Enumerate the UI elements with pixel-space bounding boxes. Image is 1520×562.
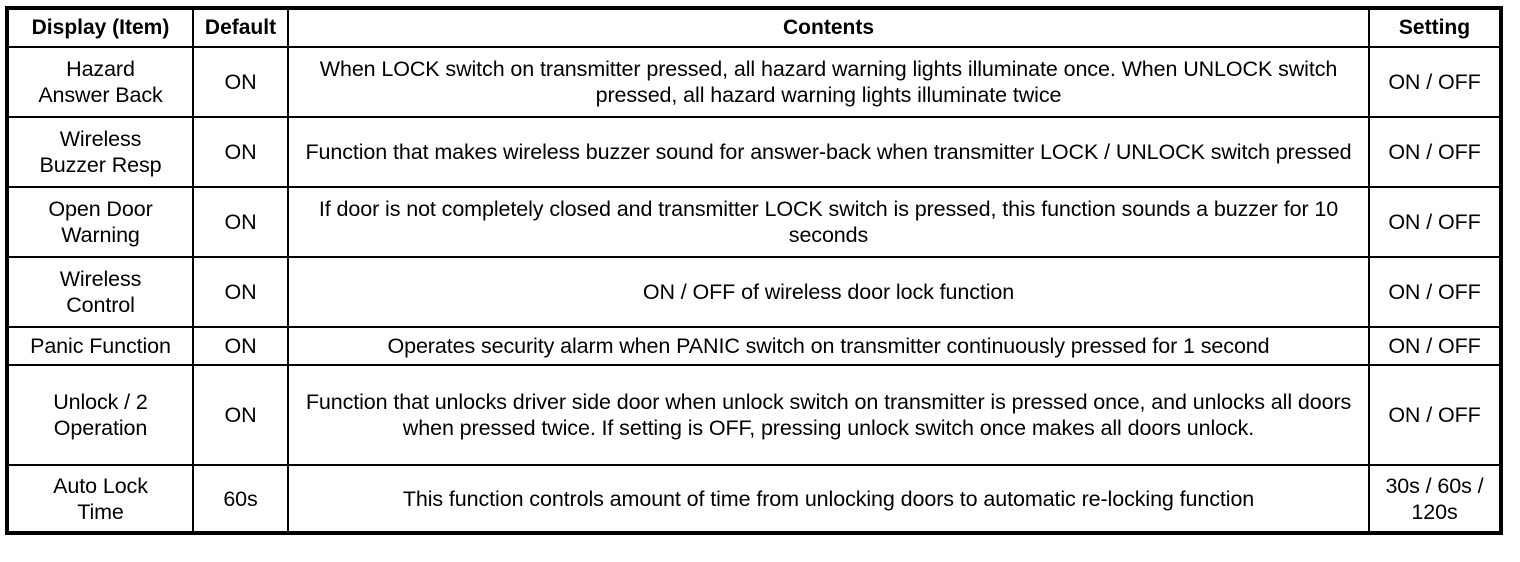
column-header-setting: Setting xyxy=(1368,7,1502,48)
cell-setting-options: ON / OFF xyxy=(1368,186,1502,258)
column-header-display: Display (Item) xyxy=(6,7,194,48)
settings-table: Display (Item) Default Contents Setting … xyxy=(5,6,1503,535)
cell-contents-text: Function that makes wireless buzzer soun… xyxy=(287,116,1370,188)
cell-setting-options: ON / OFF xyxy=(1368,46,1502,118)
cell-setting-options: ON / OFF xyxy=(1368,116,1502,188)
cell-default-value: ON xyxy=(192,326,289,366)
column-header-contents: Contents xyxy=(287,7,1370,48)
cell-display-item: Panic Function xyxy=(6,326,194,366)
cell-contents-text: ON / OFF of wireless door lock function xyxy=(287,256,1370,328)
cell-setting-options: ON / OFF xyxy=(1368,326,1502,366)
cell-setting-options: 30s / 60s / 120s xyxy=(1368,464,1502,534)
cell-default-value: ON xyxy=(192,46,289,118)
table-header: Display (Item) Default Contents Setting xyxy=(6,7,1502,48)
cell-setting-options: ON / OFF xyxy=(1368,364,1502,466)
cell-contents-text: When LOCK switch on transmitter pressed,… xyxy=(287,46,1370,118)
cell-contents-text: Function that unlocks driver side door w… xyxy=(287,364,1370,466)
cell-setting-options: ON / OFF xyxy=(1368,256,1502,328)
cell-default-value: ON xyxy=(192,116,289,188)
cell-contents-text: If door is not completely closed and tra… xyxy=(287,186,1370,258)
cell-contents-text: Operates security alarm when PANIC switc… xyxy=(287,326,1370,366)
table-header-row: Display (Item) Default Contents Setting xyxy=(6,7,1502,48)
cell-default-value: 60s xyxy=(192,464,289,534)
cell-default-value: ON xyxy=(192,256,289,328)
table-row: Panic Function ON Operates security alar… xyxy=(6,326,1502,366)
column-header-default: Default xyxy=(192,7,289,48)
cell-default-value: ON xyxy=(192,186,289,258)
cell-default-value: ON xyxy=(192,364,289,466)
cell-contents-text: This function controls amount of time fr… xyxy=(287,464,1370,534)
